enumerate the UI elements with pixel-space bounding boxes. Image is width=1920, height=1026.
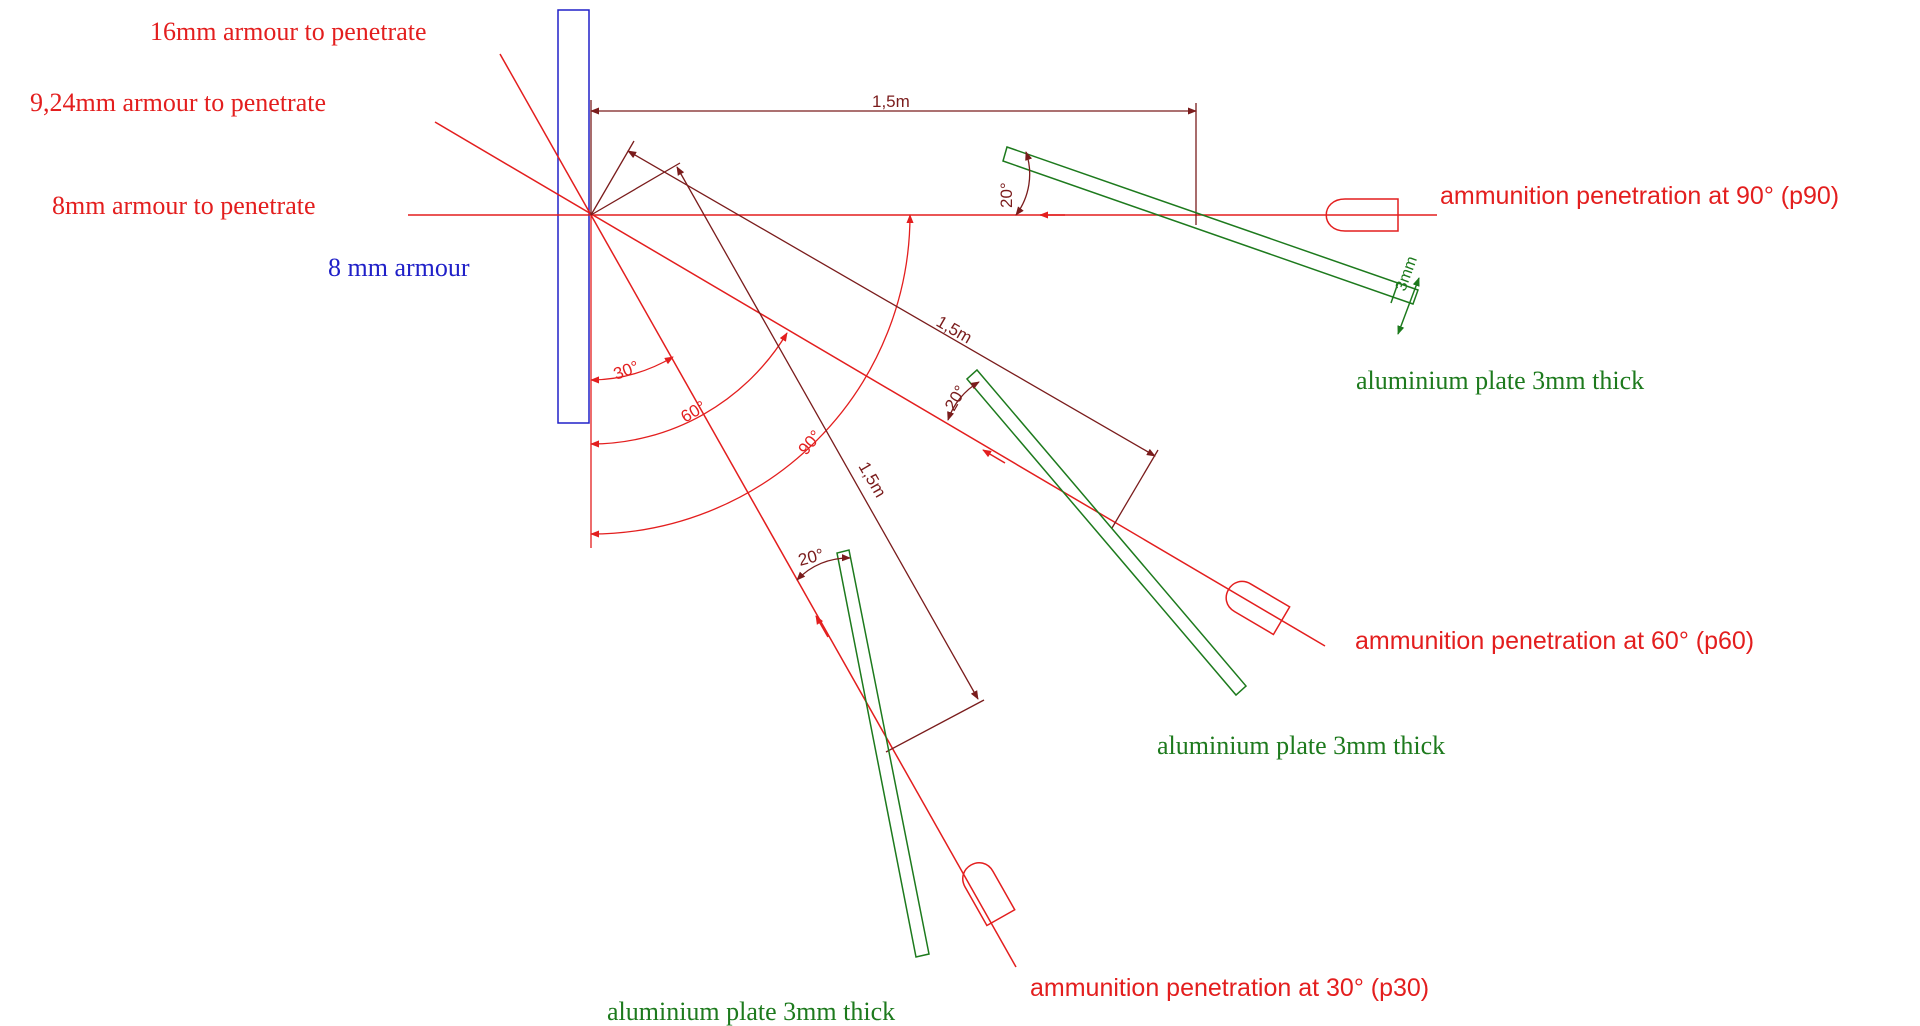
dim-mid-text: 1,5m [933, 312, 975, 347]
label-p60: ammunition penetration at 60° (p60) [1355, 627, 1754, 655]
label-p90: ammunition penetration at 90° (p90) [1440, 182, 1839, 210]
arrow-p30 [815, 615, 829, 638]
dim-low-line [676, 166, 979, 700]
label-plate-90: aluminium plate 3mm thick [1356, 366, 1644, 395]
plate-arc-90 [1015, 151, 1033, 216]
dim-top-text: 1,5m [872, 92, 910, 111]
angle-90-text: 90° [795, 427, 826, 459]
plate-angle-30-text: 20° [796, 545, 826, 570]
dim-mid-ext-left [590, 140, 635, 216]
label-8mm-penetrate: 8mm armour to penetrate [52, 191, 316, 220]
dim-low-text: 1,5m [855, 459, 890, 501]
label-16mm: 16mm armour to penetrate [150, 17, 427, 46]
trajectory-p30 [499, 53, 1017, 968]
aluminium-plates [836, 146, 1420, 958]
thickness-line [1397, 277, 1420, 335]
plate-angle-60-text: 20° [941, 382, 970, 414]
plate-60 [965, 368, 1248, 697]
thickness-tick-a [1390, 282, 1399, 304]
plate-arc-30 [796, 554, 851, 581]
projectiles [962, 198, 1399, 927]
plate-arc-60 [947, 381, 980, 421]
dim-mid-ext-right [1111, 449, 1159, 529]
plate-angle-arcs [796, 151, 1033, 581]
dim-thickness-text: 3mm [1393, 254, 1421, 293]
dim-low-ext-right [885, 699, 985, 753]
angle-30-text: 30° [611, 357, 642, 384]
armour-plate [557, 9, 590, 424]
dimension-lines [590, 100, 1197, 753]
angle-60-text: 60° [678, 397, 710, 426]
label-plate-60: aluminium plate 3mm thick [1157, 731, 1445, 760]
trajectory-p60 [434, 121, 1326, 647]
label-plate-30: aluminium plate 3mm thick [607, 997, 895, 1026]
label-924mm: 9,24mm armour to penetrate [30, 88, 326, 117]
bullet-p90 [1325, 198, 1399, 232]
trajectories [408, 53, 1437, 968]
label-p30: ammunition penetration at 30° (p30) [1030, 974, 1429, 1002]
label-armour: 8 mm armour [328, 253, 470, 282]
bullet-p30 [962, 862, 1016, 927]
bullet-p60 [1225, 580, 1291, 636]
plate-30 [836, 549, 930, 958]
plate-angle-90-text: 20° [997, 182, 1016, 208]
plate-90 [1002, 146, 1419, 305]
dim-low-ext-left [590, 162, 681, 216]
